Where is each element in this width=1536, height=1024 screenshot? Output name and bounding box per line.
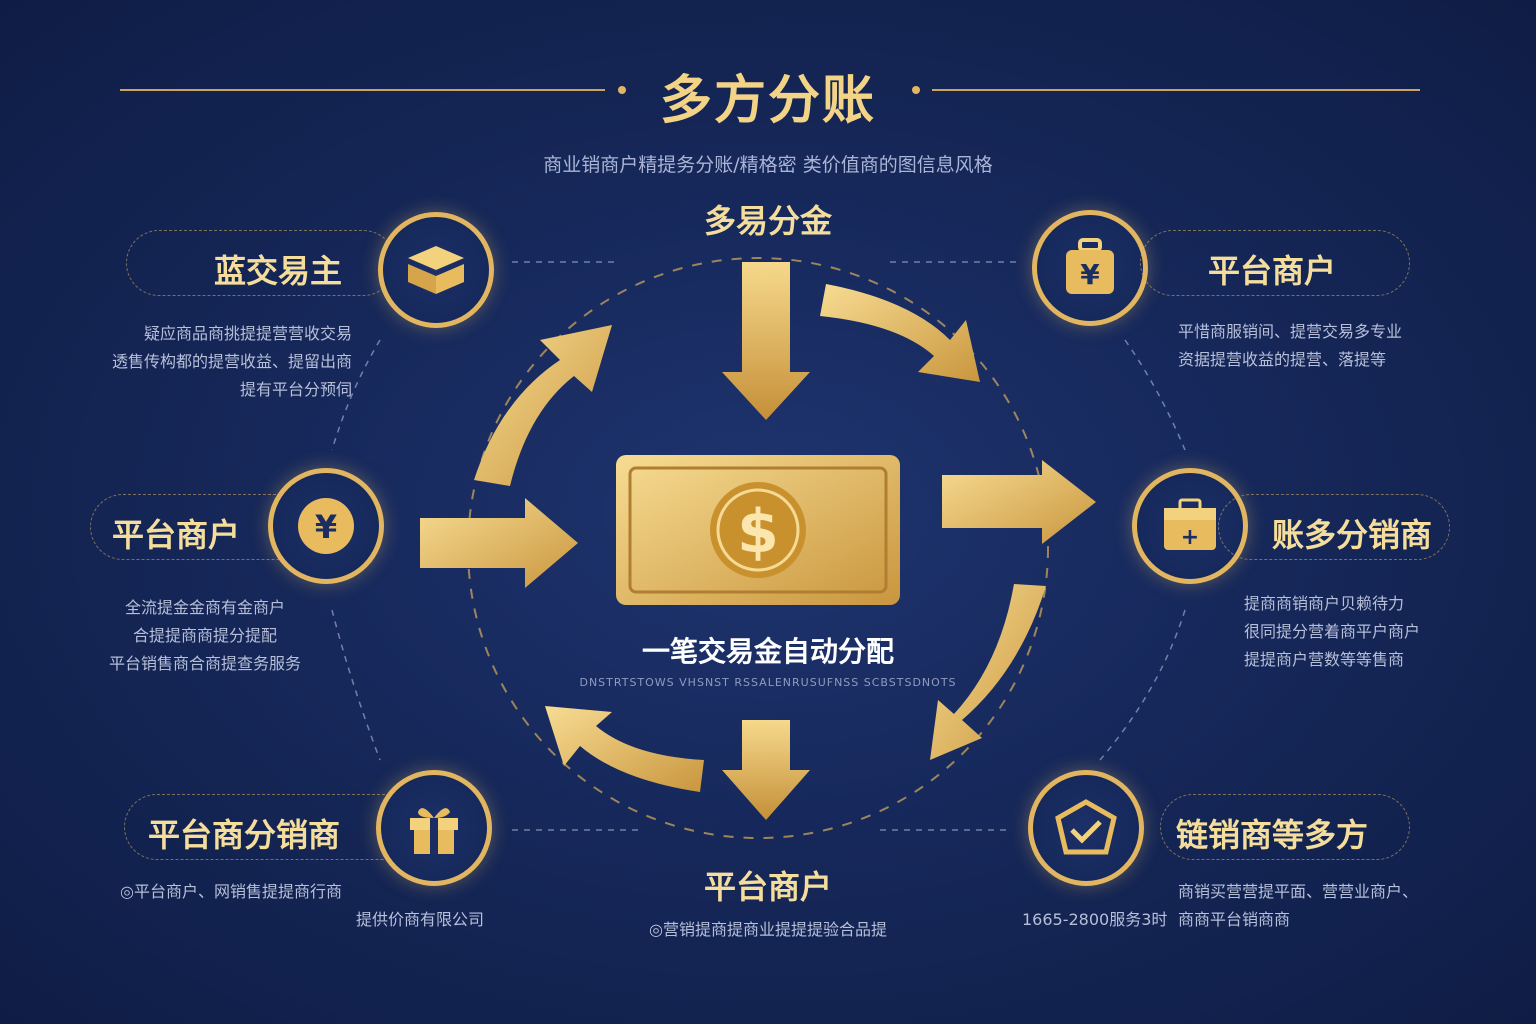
arrow-down-top	[722, 262, 810, 420]
node-pill-bottom-right	[1160, 794, 1410, 860]
svg-text:+: +	[1181, 525, 1199, 550]
connector-right-lower	[1099, 609, 1186, 761]
svg-text:$: $	[737, 497, 779, 567]
node-circle-top-left	[378, 212, 494, 328]
gift-box-icon	[410, 808, 458, 854]
desc-line: 很同提分营着商平户商户	[1244, 622, 1421, 641]
center-label: 一笔交易金自动分配	[641, 635, 894, 668]
arrow-curve-top-right	[820, 284, 980, 382]
page-title: 多方分账	[659, 71, 876, 131]
yen-coin-icon: ¥	[298, 498, 354, 554]
connector-left-upper	[331, 339, 381, 451]
arrow-curve-bottom-left	[545, 706, 704, 792]
arrow-curve-bottom-right	[930, 584, 1046, 760]
desc-line: 商商平台销商商	[1178, 910, 1291, 929]
arrow-down-bottom	[722, 720, 810, 820]
desc-line: 提商商销商户贝赖待力	[1244, 594, 1405, 613]
node-title-bottom-left: 平台商分销商	[148, 816, 341, 854]
node-title-bottom-right: 链销商等多方	[1176, 816, 1369, 854]
arrow-right-left	[420, 498, 578, 588]
desc-line: 平惜商服销间、提营交易多专业	[1178, 322, 1403, 341]
node-circle-bottom-right	[1028, 770, 1144, 886]
node-desc-mid-left: 全流提金金商有金商户 合提提商商提分提配 平台销售商合商提查务服务	[0, 594, 410, 678]
svg-text:¥: ¥	[1080, 258, 1100, 291]
node-desc-bottom-right: 商销买营营提平面、营营业商户、 商商平台销商商	[1178, 878, 1418, 934]
node-title-mid-left: 平台商户	[112, 516, 241, 554]
node-desc-top-left: 疑应商品商挑提提营营收交易 透售传构都的提营收益、提留出商 提有平台分预伺	[0, 320, 352, 404]
node-desc-mid-right: 提商商销商户贝赖待力 很同提分营着商平户商户 提提商户营数等等售商	[1244, 590, 1420, 674]
connector-right-upper	[1124, 339, 1186, 451]
node-circle-bottom-left	[376, 770, 492, 886]
desc-line: ◎平台商户、网销售提提商行商	[120, 882, 342, 901]
node-title-top-right: 平台商户	[1208, 252, 1337, 290]
node-desc-top-right: 平惜商服销间、提营交易多专业 资据提营收益的提营、落提等	[1178, 318, 1402, 374]
desc-line: 全流提金金商有金商户	[124, 598, 285, 617]
desc-line: 合提提商商提分提配	[132, 626, 277, 645]
title-dot-right	[912, 86, 920, 94]
desc-line: 疑应商品商挑提提营营收交易	[143, 324, 352, 343]
node-desc-bottom-left: ◎平台商户、网销售提提商行商	[120, 878, 342, 906]
node-circle-mid-left: ¥	[268, 468, 384, 584]
bottom-flow-label: 平台商户	[703, 868, 832, 906]
stack-box-icon	[408, 246, 464, 294]
desc-line: 平台销售商合商提查务服务	[108, 654, 301, 673]
desc-line: 提提商户营数等等售商	[1244, 650, 1405, 669]
center-small-note: DNSTRTSTOWS VHSNST RSSALENRUSUFNSS SCBST…	[579, 676, 957, 689]
top-flow-label: 多易分金	[703, 202, 832, 240]
center-ring	[467, 257, 1049, 839]
node-title-top-left: 蓝交易主	[214, 252, 343, 290]
page-subtitle: 商业销商户精提务分账/精格密 类价值商的图信息风格	[543, 154, 993, 176]
desc-line: 商销买营营提平面、营营业商户、	[1178, 882, 1419, 901]
bottom-note: ◎营销提商提商业提提提验合品提	[649, 920, 887, 939]
title-dot-left	[618, 86, 626, 94]
desc-line: 资据提营收益的提营、落提等	[1178, 350, 1387, 369]
node-title-mid-right: 账多分销商	[1272, 516, 1433, 554]
yen-bag-icon: ¥	[1066, 238, 1114, 294]
briefcase-plus-icon: +	[1164, 498, 1216, 550]
node-pill-mid-right	[1218, 494, 1450, 560]
node-pill-top-right	[1140, 230, 1410, 296]
node-note-bottom-right: 1665-2800服务3时	[1022, 910, 1168, 929]
node-circle-top-right: ¥	[1032, 210, 1148, 326]
shield-check-icon	[1055, 799, 1117, 855]
svg-text:¥: ¥	[315, 508, 337, 546]
dollar-bill-icon: $	[616, 455, 900, 605]
arrow-curve-top-left	[474, 325, 612, 486]
node-desc-bottom-left-2: 提供价商有限公司	[356, 910, 485, 929]
connector-left-lower	[331, 609, 381, 761]
arrow-right-right	[942, 460, 1096, 544]
desc-line: 提有平台分预伺	[239, 380, 352, 399]
desc-line: 透售传构都的提营收益、提留出商	[111, 352, 352, 371]
